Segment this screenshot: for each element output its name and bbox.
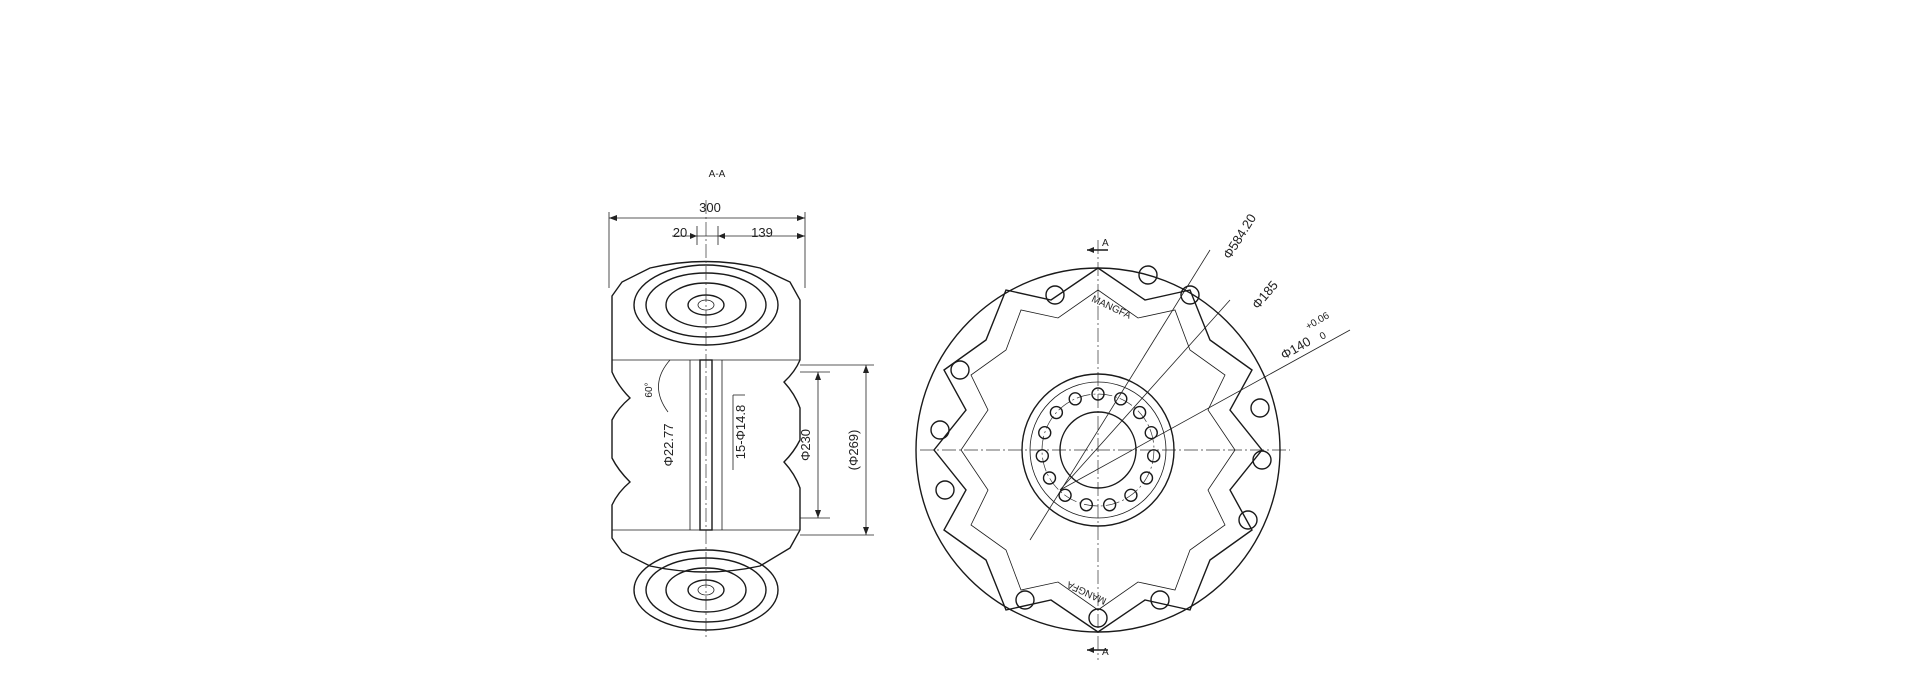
dim-row-2: 20 139 <box>672 225 805 245</box>
section-marker-top-label: A <box>1102 238 1109 249</box>
section-label: A-A <box>709 169 726 180</box>
section-view-a-a: A-A 300 20 139 <box>608 169 874 640</box>
star-hub <box>933 267 1263 633</box>
bolt-hole <box>1091 387 1105 401</box>
bolt-hole <box>1068 392 1082 406</box>
bolt-hole <box>1079 498 1094 512</box>
bolt-hole <box>1049 405 1064 420</box>
dim-holes-label: 15-Φ14.8 <box>733 405 748 459</box>
dim-width-300: 300 <box>608 200 806 288</box>
bolt-hole <box>1114 392 1128 406</box>
dim-pcd-label: Φ185 <box>1249 278 1281 312</box>
dim-bore-label: Φ230 <box>798 429 813 461</box>
bolt-hole <box>1102 498 1117 512</box>
dim-roller-label: Φ22.77 <box>661 424 676 467</box>
bolt-hole <box>1035 449 1050 463</box>
roller-mounts <box>930 265 1272 628</box>
bolt-hole <box>1132 405 1147 420</box>
section-marker-bottom: A <box>1087 647 1109 658</box>
bolt-holes <box>1035 387 1161 512</box>
tol-upper-label: +0.06 <box>1304 310 1332 332</box>
bolt-hole <box>1144 425 1158 440</box>
brand-mark-top: MANGFA <box>1090 294 1133 322</box>
dim-angle: 60° <box>644 359 671 413</box>
tol-lower-label: 0 <box>1318 330 1329 343</box>
section-marker-top: A <box>1087 238 1109 253</box>
center-bore <box>1059 411 1137 489</box>
bolt-hole <box>1146 449 1161 463</box>
bolt-hole <box>1139 471 1154 485</box>
hub-ring-outer <box>1021 373 1175 527</box>
dim-width-label: 300 <box>699 200 721 215</box>
bolt-hole <box>1124 488 1138 503</box>
dim-angle-label: 60° <box>644 382 655 397</box>
dim-bore: Φ230 <box>798 371 830 519</box>
dim-hub-label: Φ140 <box>1278 334 1313 363</box>
bolt-hole <box>1042 471 1057 485</box>
bolt-hole <box>1058 488 1072 503</box>
bolt-hole <box>1038 425 1052 440</box>
dim-left-label: 20 <box>673 225 687 240</box>
dim-outer-label: Φ584.20 <box>1220 211 1259 261</box>
dim-right-label: 139 <box>751 225 773 240</box>
dim-ref-label: (Φ269) <box>846 430 861 471</box>
front-view: A A <box>915 211 1351 660</box>
section-marker-bottom-label: A <box>1102 647 1109 658</box>
dim-ref: (Φ269) <box>800 364 874 536</box>
